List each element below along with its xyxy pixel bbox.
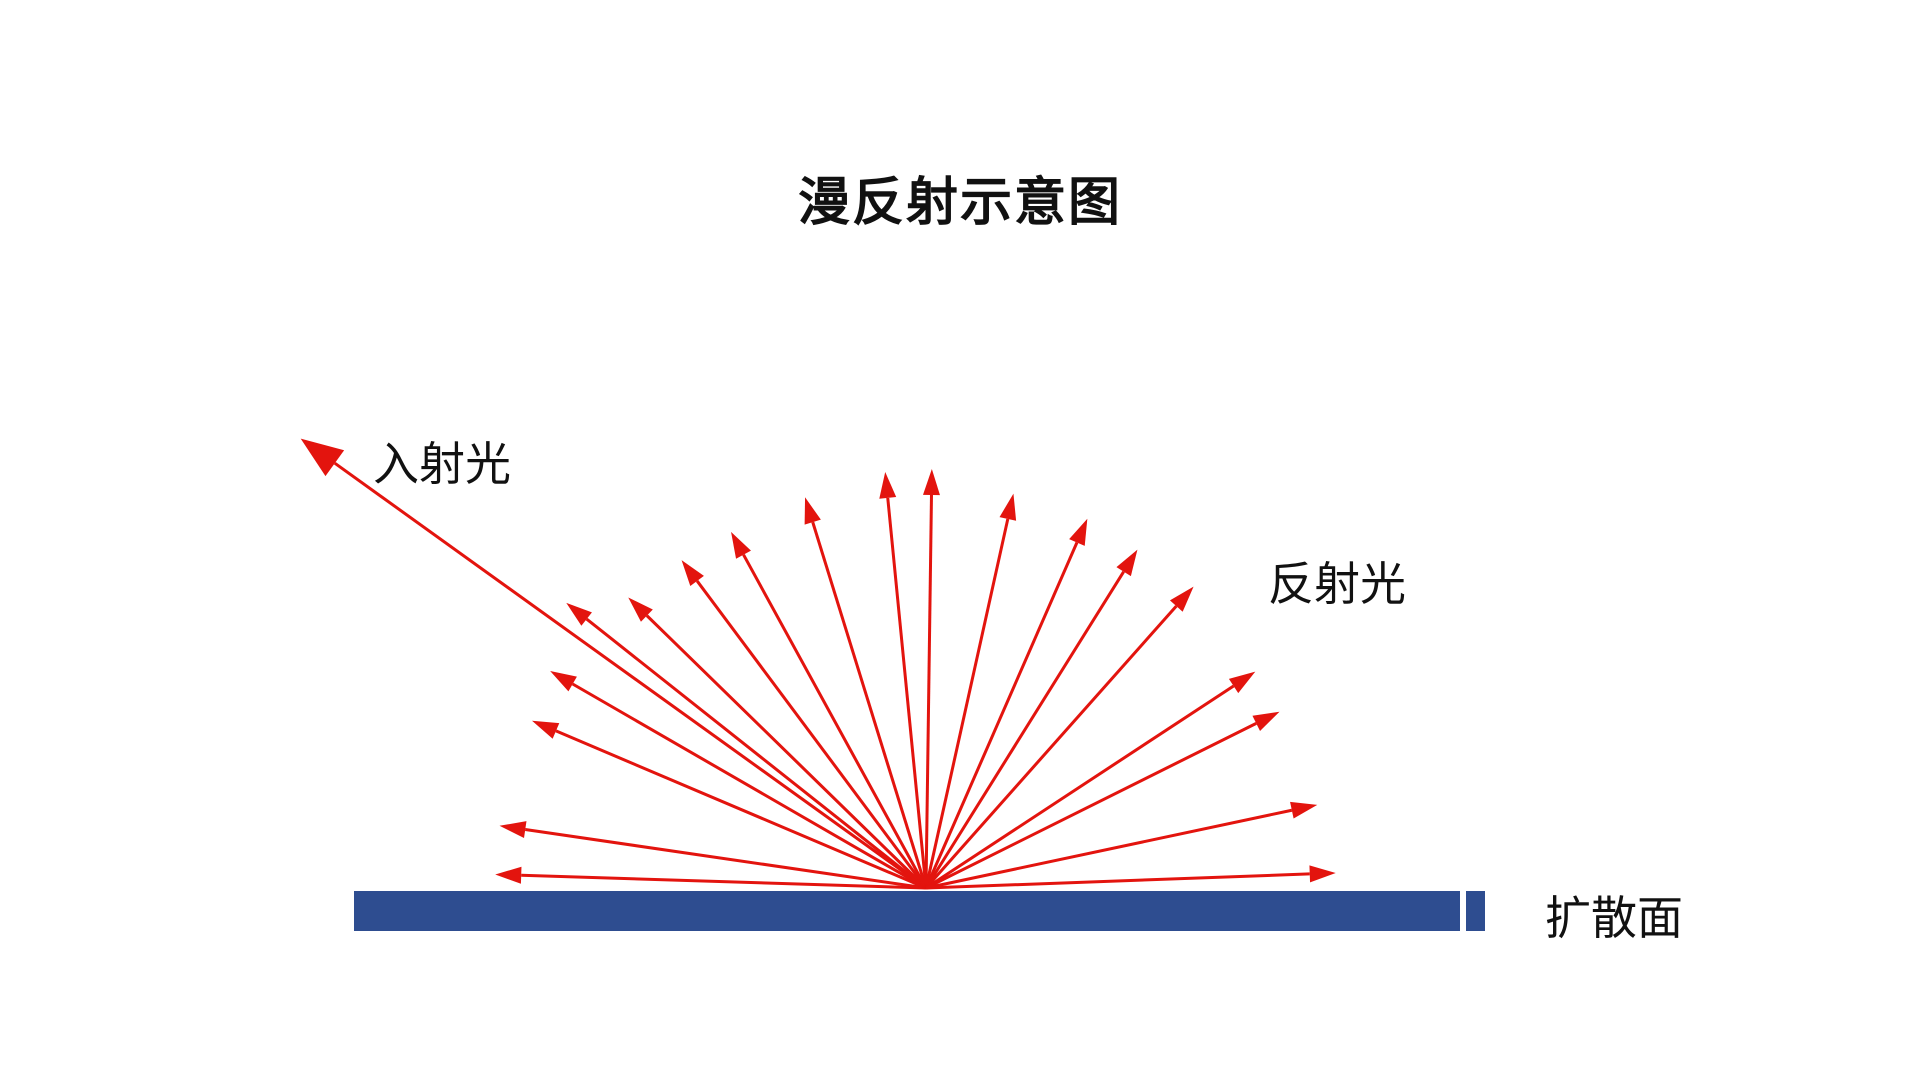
incident-ray-arrowhead	[300, 438, 345, 477]
reflected-ray-10-line	[924, 495, 933, 889]
incident-light-label: 入射光	[373, 437, 511, 491]
reflected-ray-6-line	[695, 580, 928, 889]
reflected-ray-14-line	[924, 605, 1178, 889]
reflected-ray-1-arrowhead	[499, 821, 527, 838]
diffuse-surface-bar-endcap	[1466, 891, 1485, 931]
reflected-ray-5-line	[645, 614, 928, 890]
reflected-ray-17-line	[925, 808, 1293, 890]
reflected-ray-3-line	[571, 682, 927, 890]
reflected-ray-3-arrowhead	[550, 671, 577, 692]
reflected-ray-13-line	[924, 570, 1125, 889]
reflected-ray-4-line	[585, 617, 927, 890]
reflected-ray-12-arrowhead	[1069, 518, 1088, 546]
reflected-ray-0-arrowhead	[495, 866, 522, 884]
reflected-ray-6-arrowhead	[681, 560, 704, 586]
reflected-ray-8-arrowhead	[804, 497, 821, 525]
reflected-ray-5-arrowhead	[628, 597, 653, 622]
reflected-ray-9-arrowhead	[879, 471, 897, 499]
reflected-ray-16-line	[925, 722, 1257, 890]
reflected-ray-11-arrowhead	[999, 493, 1017, 521]
reflected-ray-8-line	[811, 521, 928, 889]
diffuse-surface-label: 扩散面	[1545, 891, 1683, 945]
reflected-ray-10-arrowhead	[922, 469, 940, 496]
reflected-light-label: 反射光	[1268, 557, 1406, 611]
reflected-ray-4-arrowhead	[566, 602, 592, 626]
reflected-ray-7-arrowhead	[731, 531, 751, 559]
reflected-ray-2-line	[555, 729, 927, 890]
reflected-ray-18-arrowhead	[1309, 865, 1336, 883]
reflected-ray-7-line	[742, 553, 928, 889]
reflected-ray-17-arrowhead	[1290, 801, 1318, 819]
diagram-title: 漫反射示意图	[798, 173, 1123, 233]
reflected-ray-18-line	[925, 872, 1310, 890]
reflected-ray-2-arrowhead	[532, 720, 560, 739]
reflected-ray-12-line	[924, 541, 1079, 889]
reflected-ray-14-arrowhead	[1169, 586, 1194, 612]
reflected-ray-15-arrowhead	[1228, 671, 1256, 694]
reflected-ray-0-line	[521, 873, 927, 890]
reflected-ray-13-arrowhead	[1116, 549, 1138, 577]
diffuse-surface-bar	[354, 891, 1460, 931]
incident-ray-line	[333, 461, 927, 890]
reflected-ray-9-line	[886, 497, 928, 889]
reflected-ray-15-line	[925, 684, 1235, 890]
reflected-ray-11-line	[924, 518, 1010, 889]
reflected-ray-1-line	[525, 828, 927, 890]
reflected-ray-16-arrowhead	[1252, 711, 1280, 731]
